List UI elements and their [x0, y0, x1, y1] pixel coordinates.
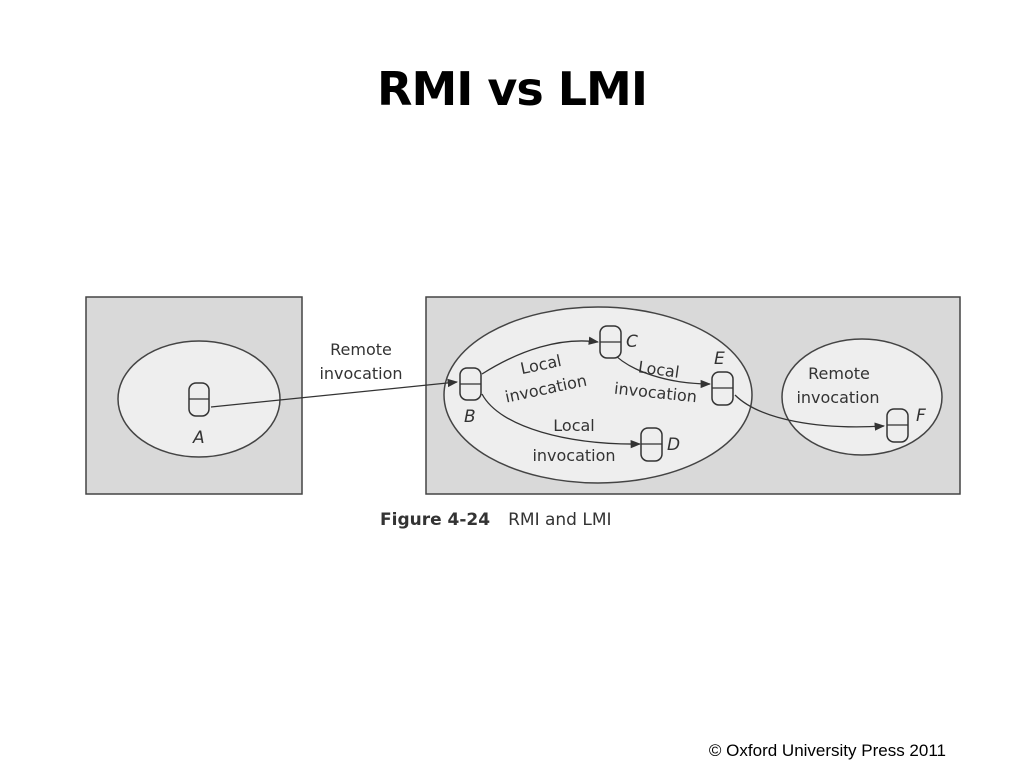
edge-label-a-b-line2: invocation: [319, 364, 402, 383]
object-d-icon: [640, 427, 663, 462]
edge-label-b-d-line2: invocation: [532, 446, 615, 465]
node-label-e: E: [714, 349, 725, 369]
node-label-f: F: [916, 406, 926, 426]
object-c-icon: [599, 325, 622, 359]
figure-caption: Figure 4-24 RMI and LMI: [380, 510, 612, 530]
node-label-a: A: [192, 428, 205, 448]
edge-label-e-f-line2: invocation: [796, 388, 879, 407]
edge-label-e-f-line1: Remote: [808, 364, 870, 383]
edge-e-to-f: [734, 394, 886, 431]
edge-b-to-d: [481, 393, 642, 449]
edge-b-to-c: [481, 336, 600, 375]
node-label-d: D: [667, 435, 680, 455]
node-label-c: C: [626, 332, 638, 352]
edge-label-b-d-line1: Local: [553, 416, 594, 435]
slide-title: RMI vs LMI: [377, 62, 648, 116]
figure-number: Figure 4-24: [380, 510, 491, 530]
object-a-icon: [188, 382, 210, 417]
middle-process-oval: [443, 306, 753, 484]
edge-a-to-b: [210, 378, 459, 408]
edge-c-to-e: [611, 351, 712, 389]
node-label-b: B: [464, 407, 476, 427]
copyright-footer: © Oxford University Press 2011: [708, 741, 946, 760]
object-b-icon: [459, 367, 482, 401]
edge-label-a-b-line1: Remote: [330, 340, 392, 359]
object-f-icon: [886, 408, 909, 443]
object-e-icon: [711, 371, 734, 406]
figure-caption-text: RMI and LMI: [508, 510, 612, 530]
